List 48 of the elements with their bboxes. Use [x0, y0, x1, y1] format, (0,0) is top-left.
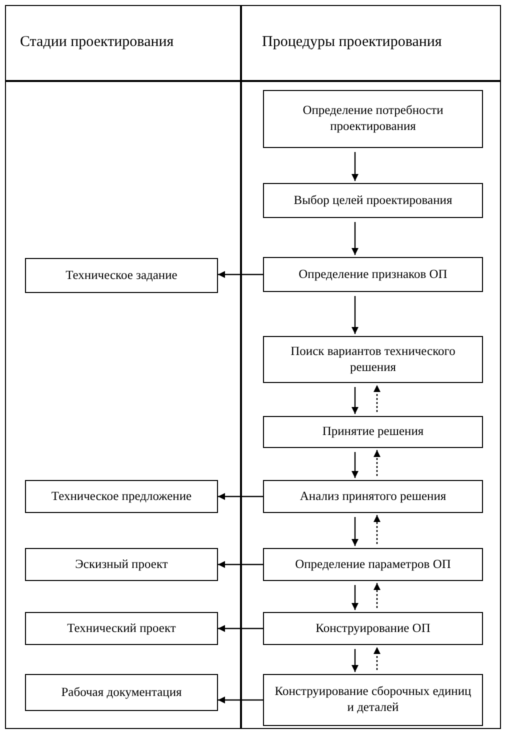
arrow [351, 222, 359, 255]
process-box [25, 480, 218, 513]
box-text: Поиск вариантов технического решения [290, 344, 456, 376]
box-text: Анализ принятого решения [300, 488, 446, 504]
arrow [373, 385, 381, 412]
process-box [263, 90, 483, 148]
process-box [25, 612, 218, 645]
arrow [351, 585, 359, 610]
process-box [263, 612, 483, 645]
box-text: Эскизный проект [75, 556, 168, 572]
arrow [218, 560, 263, 568]
box-text: Техническое задание [66, 268, 178, 284]
arrow [351, 152, 359, 181]
process-box [25, 548, 218, 581]
box-text: Конструирование сборочных единиц и деталей [274, 684, 472, 716]
arrow [218, 696, 263, 704]
arrow [218, 492, 263, 500]
arrow [218, 270, 263, 278]
process-box [263, 183, 483, 218]
process-box [263, 674, 483, 726]
arrow [373, 450, 381, 476]
box-text: Выбор целей проектирования [294, 192, 452, 208]
arrow [218, 624, 263, 632]
arrow [351, 517, 359, 546]
arrow [351, 296, 359, 334]
arrow [373, 647, 381, 670]
box-text: Технический проект [67, 620, 176, 636]
arrow [373, 515, 381, 544]
process-box [25, 258, 218, 293]
box-text: Конструирование ОП [316, 620, 430, 636]
arrow [351, 387, 359, 414]
process-box [263, 548, 483, 581]
arrow [351, 649, 359, 672]
box-text: Определение параметров ОП [295, 556, 451, 572]
process-box [263, 336, 483, 383]
box-text: Определение потребности проектирования [302, 103, 444, 135]
process-box [263, 416, 483, 448]
process-box [263, 480, 483, 513]
column-header: Стадии проектирования [20, 34, 174, 51]
process-box [263, 257, 483, 292]
process-box [25, 674, 218, 711]
box-text: Рабочая документация [61, 684, 182, 700]
arrow [373, 583, 381, 608]
box-text: Определение признаков ОП [298, 266, 448, 282]
column-header: Процедуры проектирования [262, 34, 442, 51]
box-text: Принятие решения [322, 424, 424, 440]
box-text: Техническое предложение [51, 488, 192, 504]
arrow [351, 452, 359, 478]
